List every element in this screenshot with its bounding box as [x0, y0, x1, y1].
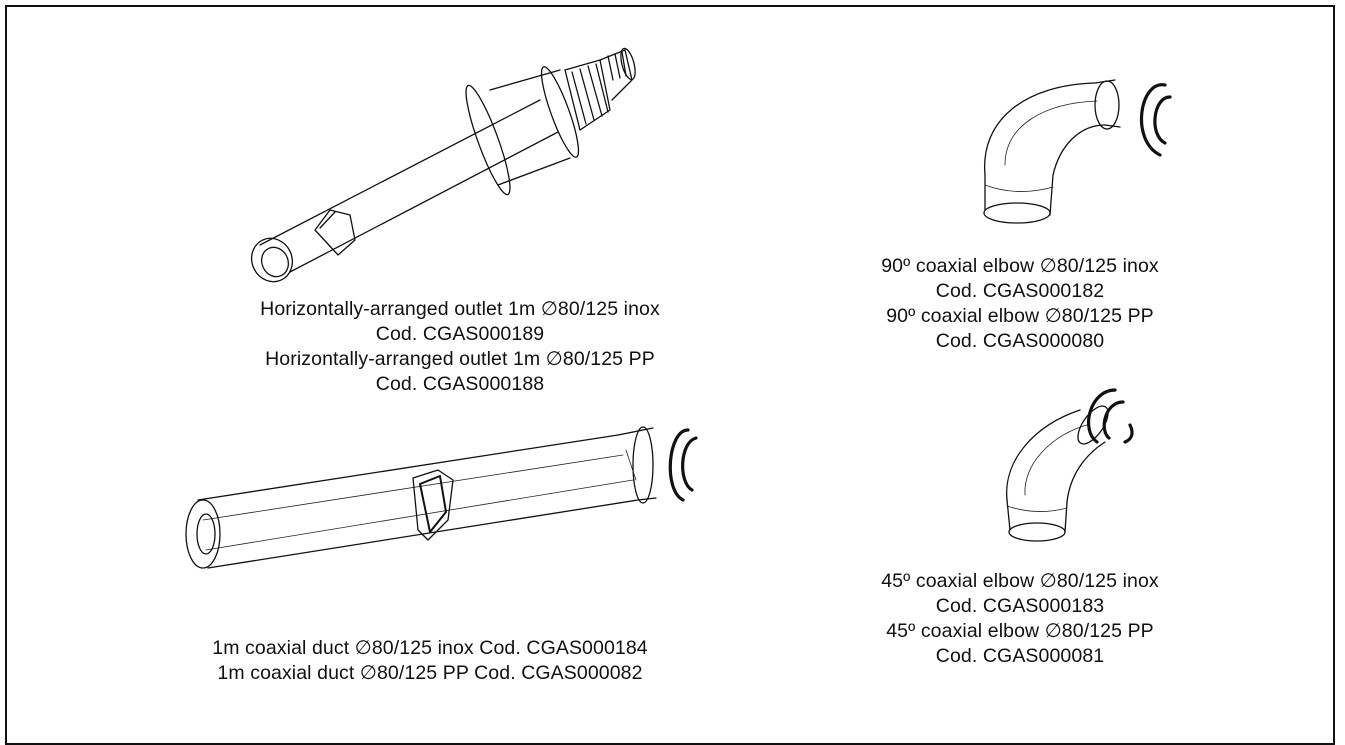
caption-line: Horizontally-arranged outlet 1m ∅80/125 … — [260, 298, 660, 320]
caption-line: Horizontally-arranged outlet 1m ∅80/125 … — [265, 348, 655, 370]
caption-line: 1m coaxial duct ∅80/125 inox Cod. CGAS00… — [212, 637, 648, 659]
elbow-45-drawing — [1006, 388, 1134, 542]
caption-line: Cod. CGAS000183 — [935, 595, 1105, 617]
elbow-90-caption: 90º coaxial elbow ∅80/125 inox Cod. CGAS… — [780, 254, 1260, 354]
coaxial-duct-drawing — [185, 426, 698, 569]
coaxial-duct-caption: 1m coaxial duct ∅80/125 inox Cod. CGAS00… — [130, 636, 730, 686]
caption-line: 45º coaxial elbow ∅80/125 inox — [881, 570, 1159, 592]
horizontal-outlet-drawing — [250, 47, 636, 283]
caption-line: 1m coaxial duct ∅80/125 PP Cod. CGAS0000… — [217, 662, 643, 684]
elbow-90-drawing — [983, 79, 1172, 224]
caption-line: 90º coaxial elbow ∅80/125 inox — [881, 255, 1159, 277]
caption-line: 45º coaxial elbow ∅80/125 PP — [886, 620, 1154, 642]
seal-ring-icon — [1087, 388, 1134, 444]
seal-ring-icon — [668, 428, 698, 502]
caption-line: Cod. CGAS000081 — [935, 645, 1105, 667]
caption-line: Cod. CGAS000080 — [935, 330, 1105, 352]
seal-ring-icon — [1139, 83, 1172, 157]
horizontal-outlet-caption: Horizontally-arranged outlet 1m ∅80/125 … — [160, 297, 760, 397]
caption-line: Cod. CGAS000182 — [935, 280, 1105, 302]
caption-line: 90º coaxial elbow ∅80/125 PP — [886, 305, 1154, 327]
caption-line: Cod. CGAS000188 — [375, 373, 545, 395]
caption-line: Cod. CGAS000189 — [375, 323, 545, 345]
elbow-45-caption: 45º coaxial elbow ∅80/125 inox Cod. CGAS… — [780, 569, 1260, 669]
